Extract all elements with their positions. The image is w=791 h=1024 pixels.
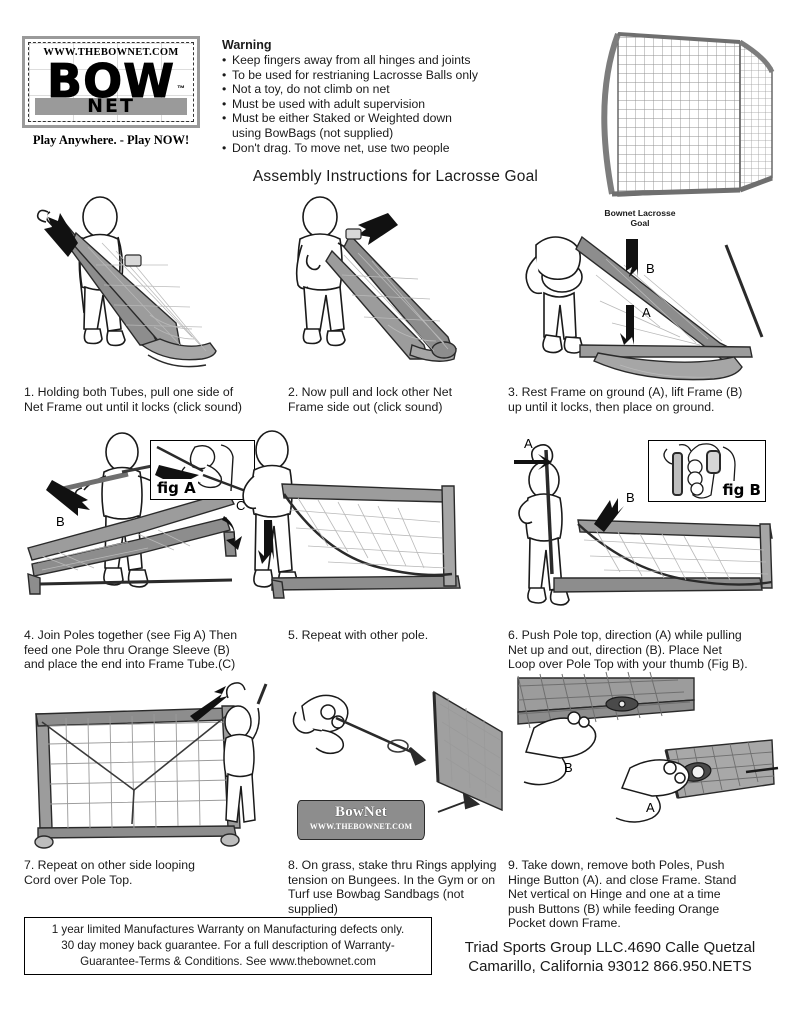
logo-inner: WWW.THEBOWNET.COM BOW NET ™ — [28, 42, 194, 122]
fig-b-box: fig B — [648, 440, 766, 502]
logo-net-bar: NET ™ — [35, 84, 187, 117]
diagram-label-b: B — [56, 514, 65, 529]
logo-frame: WWW.THEBOWNET.COM BOW NET ™ — [22, 36, 200, 128]
step-9-illustration: B A — [517, 671, 780, 850]
step-1-illustration — [30, 195, 290, 380]
diagram-label-b: B — [564, 760, 573, 775]
diagram-label-b: B — [646, 261, 655, 276]
warning-item: Must be used with adult supervision — [222, 97, 522, 112]
goal-caption: Bownet Lacrosse Goal — [604, 208, 676, 228]
warning-section: Warning Keep fingers away from all hinge… — [222, 38, 522, 155]
step-3-illustration: B A — [500, 215, 785, 381]
step-7-caption: 7. Repeat on other side looping Cord ove… — [24, 858, 195, 887]
warranty-line-3: Guarantee-Terms & Conditions. See www.th… — [80, 955, 376, 969]
diagram-label-a: A — [646, 800, 655, 815]
step-2-caption: 2. Now pull and lock other Net Frame sid… — [288, 385, 453, 414]
warning-item: To be used for restrianing Lacrosse Ball… — [222, 68, 522, 83]
bag-url-text: WWW.THEBOWNET.COM — [309, 822, 413, 831]
warning-title: Warning — [222, 38, 272, 52]
warranty-box: 1 year limited Manufactures Warranty on … — [24, 917, 432, 975]
warning-list: Keep fingers away from all hinges and jo… — [222, 53, 522, 155]
fig-b-label: fig B — [720, 481, 763, 499]
diagram-label-a: A — [524, 436, 533, 451]
warning-item: Don't drag. To move net, use two people — [222, 141, 522, 156]
step-4-illustration: B C — [18, 428, 268, 613]
step-1-caption: 1. Holding both Tubes, pull one side of … — [24, 385, 242, 414]
company-address: Triad Sports Group LLC.4690 Calle Quetza… — [464, 939, 756, 975]
step-6-illustration: A B — [508, 428, 783, 613]
step-2-illustration — [258, 195, 508, 380]
step-8-illustration — [288, 678, 508, 838]
diagram-label-c: C — [236, 498, 245, 513]
page-title: Assembly Instructions for Lacrosse Goal — [252, 168, 539, 185]
diagram-label-b: B — [626, 490, 635, 505]
bag-body — [297, 800, 425, 840]
logo-wordmark-bow: BOW — [47, 54, 175, 108]
bownet-logo: WWW.THEBOWNET.COM BOW NET ™ Play Anywher… — [22, 36, 200, 148]
step-7-illustration — [22, 678, 272, 853]
fig-a-box: fig A — [150, 440, 255, 500]
logo-website-text: WWW.THEBOWNET.COM — [43, 47, 179, 58]
step-5-illustration — [228, 428, 493, 613]
step-4-caption: 4. Join Poles together (see Fig A) Then … — [24, 628, 238, 672]
warranty-line-2: 30 day money back guarantee. For a full … — [61, 939, 395, 953]
diagram-label-a: A — [642, 305, 651, 320]
step-8-caption: 8. On grass, stake thru Rings applying t… — [288, 858, 497, 916]
bowbag-sandbag: BowNet WWW.THEBOWNET.COM — [297, 800, 425, 840]
step-6-caption: 6. Push Pole top, direction (A) while pu… — [508, 628, 748, 672]
logo-wordmark-net: NET — [87, 95, 135, 117]
step-3-caption: 3. Rest Frame on ground (A), lift Frame … — [508, 385, 743, 414]
trademark-symbol: ™ — [177, 84, 185, 93]
finished-goal-illustration — [590, 28, 780, 216]
warranty-line-1: 1 year limited Manufactures Warranty on … — [51, 923, 405, 936]
step-9-caption: 9. Take down, remove both Poles, Push Hi… — [508, 858, 737, 931]
step-5-caption: 5. Repeat with other pole. — [288, 628, 429, 642]
logo-tagline: Play Anywhere. - Play NOW! — [32, 133, 190, 147]
warning-item: Must be either Staked or Weighted down u… — [222, 111, 522, 140]
warning-item: Keep fingers away from all hinges and jo… — [222, 53, 522, 68]
bag-brand-text: BowNet — [334, 804, 388, 820]
fig-a-label: fig A — [155, 479, 198, 497]
warning-item: Not a toy, do not climb on net — [222, 82, 522, 97]
